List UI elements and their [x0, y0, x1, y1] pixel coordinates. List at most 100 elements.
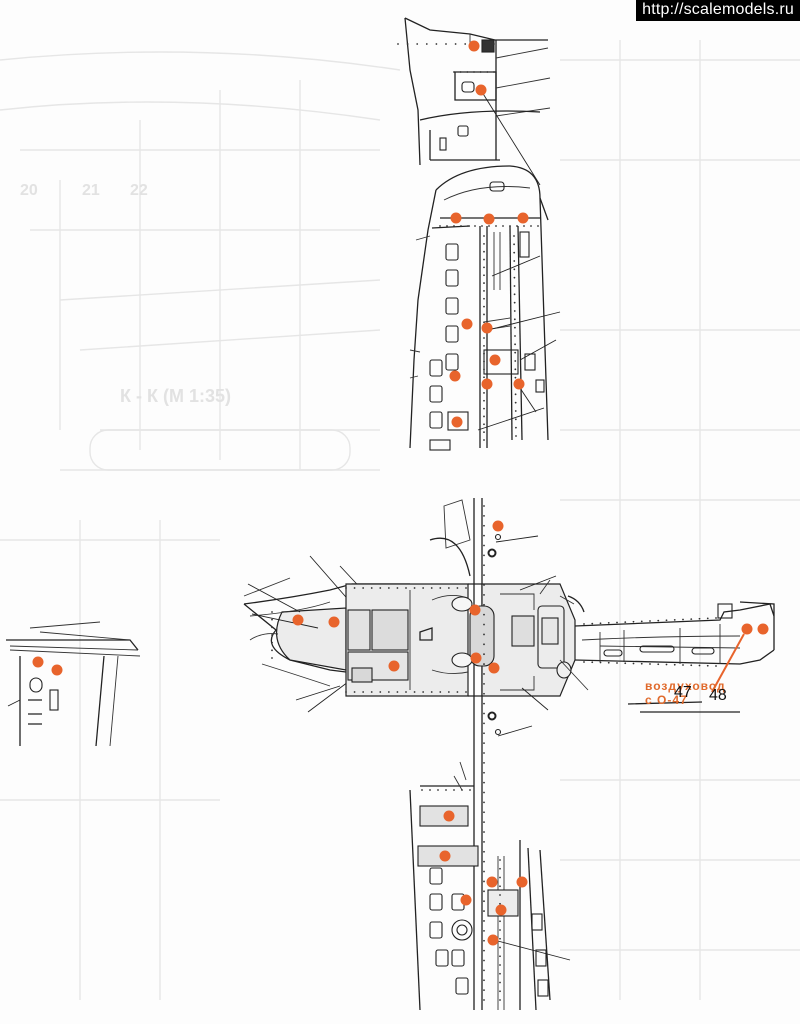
rivet — [466, 71, 469, 73]
rivet — [483, 910, 485, 912]
rivet — [640, 620, 643, 623]
rivet — [513, 268, 516, 271]
rivet — [406, 43, 409, 45]
rivet — [607, 661, 610, 664]
rivet — [483, 534, 485, 537]
rivet — [513, 243, 515, 246]
rivet — [483, 584, 485, 586]
marker-dot — [292, 614, 304, 626]
rivet — [271, 618, 273, 621]
left-fragment — [6, 621, 141, 747]
marker-dot — [51, 664, 63, 676]
rivet — [499, 894, 501, 896]
marker-dot — [328, 616, 340, 628]
rivet — [483, 505, 485, 507]
rivet — [483, 321, 485, 324]
rivet — [483, 969, 485, 972]
rivet — [429, 789, 431, 791]
background-ghost-layer: К - К (М 1:35) 20 21 22 — [0, 40, 800, 1000]
rivet — [483, 313, 485, 316]
rivet — [499, 876, 501, 879]
marker-dot — [757, 623, 769, 635]
rivet — [271, 657, 273, 659]
rivet — [499, 859, 501, 861]
rivet — [387, 691, 390, 693]
rivet — [483, 900, 485, 903]
rivet — [513, 251, 516, 254]
rivet — [447, 691, 450, 693]
marker-dot — [468, 40, 480, 52]
rivet — [715, 665, 717, 667]
rivet — [599, 622, 602, 625]
rivet — [483, 439, 485, 441]
rivet — [483, 682, 485, 685]
rivet — [405, 587, 407, 589]
rivet — [673, 663, 676, 666]
rivet — [583, 623, 585, 625]
rivet — [481, 225, 483, 227]
ghost-section-label: К - К (М 1:35) — [120, 386, 231, 406]
ghost-number-a: 20 — [20, 182, 38, 199]
rivet — [397, 43, 399, 45]
rivet — [502, 225, 504, 227]
rivet — [513, 235, 515, 237]
rivet — [483, 544, 485, 547]
rivet — [362, 691, 365, 693]
rivet — [439, 691, 442, 693]
rivet — [499, 946, 501, 949]
rivet — [513, 310, 516, 312]
rivet — [271, 611, 273, 613]
rivet — [271, 649, 273, 652]
rivet — [483, 673, 485, 675]
rivet — [483, 692, 485, 695]
rivet — [483, 801, 485, 804]
rivet — [499, 885, 501, 888]
rivet — [514, 410, 517, 412]
rivet — [465, 691, 467, 693]
rivet — [483, 352, 485, 355]
rivet — [454, 43, 457, 45]
rivet — [649, 663, 651, 665]
rivet — [483, 258, 485, 261]
rivet — [456, 587, 459, 589]
rivet — [632, 662, 635, 665]
rivet — [514, 343, 516, 346]
marker-dot — [487, 934, 499, 946]
rivet — [483, 870, 485, 873]
rivet — [515, 435, 517, 437]
rivet — [483, 781, 485, 784]
rivet — [499, 981, 501, 984]
rivet — [483, 623, 485, 626]
marker-dot — [481, 322, 493, 334]
rivet — [370, 691, 373, 693]
rivet — [430, 587, 433, 589]
marker-dot — [481, 378, 493, 390]
rivet — [514, 418, 517, 421]
rivet — [488, 225, 490, 227]
rivet — [353, 587, 356, 589]
rivet — [464, 43, 467, 45]
rivet — [460, 225, 462, 227]
rivet — [379, 587, 382, 589]
rivet — [665, 663, 668, 666]
rivet — [483, 979, 485, 982]
rivet — [616, 662, 618, 664]
rivet — [499, 955, 501, 958]
rivet — [499, 902, 501, 905]
rivet — [483, 282, 485, 284]
rivet — [483, 266, 485, 269]
rivet — [405, 691, 407, 693]
rivet — [479, 71, 482, 73]
rivet — [483, 554, 485, 557]
rivet — [446, 225, 448, 227]
rivet — [483, 850, 485, 853]
marker-dot — [451, 416, 463, 428]
source-watermark[interactable]: http://scalemodels.ru — [636, 0, 800, 21]
left-markers — [32, 656, 63, 676]
rivet — [706, 617, 709, 620]
rivet — [591, 661, 594, 664]
rivet — [513, 293, 516, 296]
rivet — [483, 949, 485, 952]
rivet — [493, 43, 495, 45]
rivet-pattern — [271, 43, 717, 1001]
